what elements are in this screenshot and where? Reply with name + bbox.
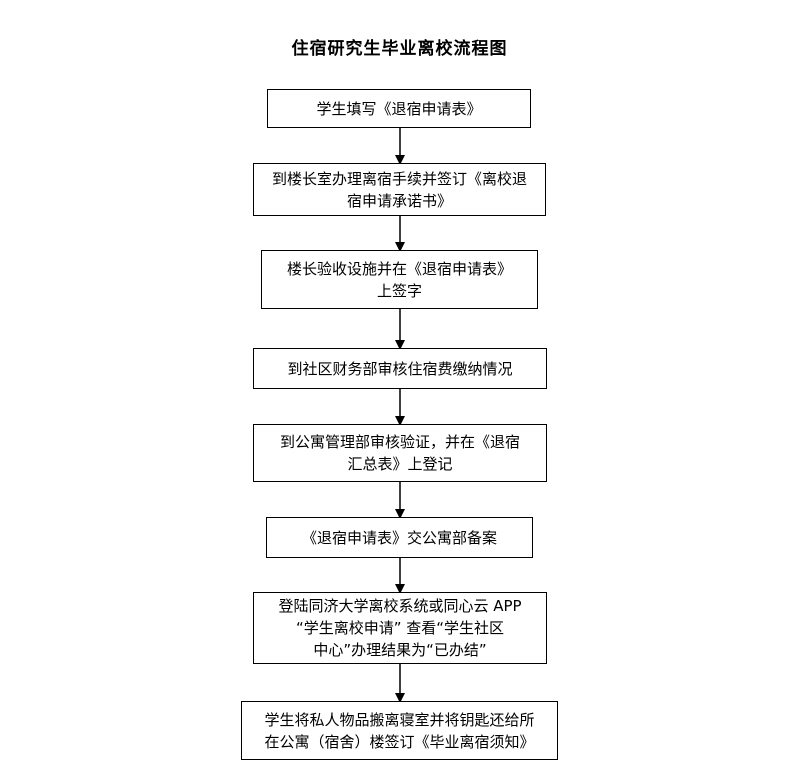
step-2-line-1: 到楼长室办理离宿手续并签订《离校退 xyxy=(271,169,527,188)
step-8-line-2: 在公寓（宿舍）楼签订《毕业离宿须知》 xyxy=(264,732,535,751)
step-7-line-2: “学生离校申请” 查看“学生社区 xyxy=(295,619,505,637)
step-2-line-2: 宿申请承诺书》 xyxy=(346,191,452,210)
step-1-box: 学生填写《退宿申请表》 xyxy=(267,89,531,128)
step-5-line-2: 汇总表》上登记 xyxy=(347,455,453,473)
step-7-line-1: 登陆同济大学离校系统或同心云 APP xyxy=(278,597,522,615)
step-8-box: 学生将私人物品搬离寝室并将钥匙还给所 在公寓（宿舍）楼签订《毕业离宿须知》 xyxy=(241,701,558,760)
step-4-box: 到社区财务部审核住宿费缴纳情况 xyxy=(253,348,547,389)
step-6-line-1: 《退宿申请表》交公寓部备案 xyxy=(301,528,497,547)
step-6-box: 《退宿申请表》交公寓部备案 xyxy=(266,517,533,558)
step-7-box: 登陆同济大学离校系统或同心云 APP “学生离校申请” 查看“学生社区 中心”办… xyxy=(253,592,547,664)
diagram-title: 住宿研究生毕业离校流程图 xyxy=(291,39,508,59)
step-4-line-1: 到社区财务部审核住宿费缴纳情况 xyxy=(287,359,513,378)
step-2-box: 到楼长室办理离宿手续并签订《离校退 宿申请承诺书》 xyxy=(253,163,546,216)
step-5-box: 到公寓管理部审核验证，并在《退宿 汇总表》上登记 xyxy=(253,424,547,482)
step-3-line-2: 上签字 xyxy=(376,281,422,300)
step-8-line-1: 学生将私人物品搬离寝室并将钥匙还给所 xyxy=(264,710,535,729)
step-3-box: 楼长验收设施并在《退宿申请表》 上签字 xyxy=(261,250,538,309)
step-3-line-1: 楼长验收设施并在《退宿申请表》 xyxy=(286,259,512,278)
step-7-line-3: 中心”办理结果为“已办结” xyxy=(313,641,487,659)
step-1-line-1: 学生填写《退宿申请表》 xyxy=(316,99,482,118)
step-5-line-1: 到公寓管理部审核验证，并在《退宿 xyxy=(279,433,520,451)
